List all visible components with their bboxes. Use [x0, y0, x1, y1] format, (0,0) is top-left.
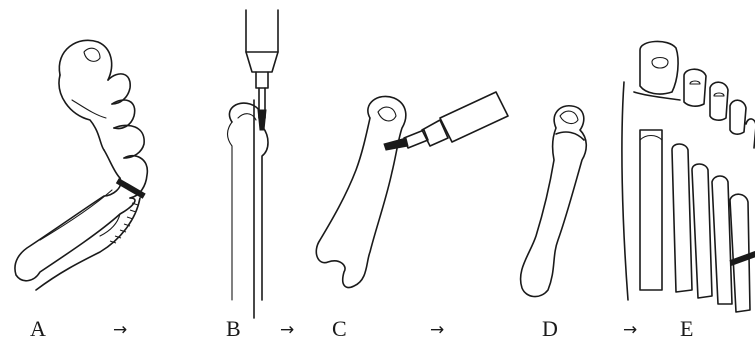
step-label-d: D — [542, 316, 558, 341]
arrow-a-to-b: → — [113, 320, 127, 340]
arrow-c-to-d: → — [430, 320, 444, 340]
step-label-c: C — [332, 316, 347, 341]
step-label-e: E — [680, 316, 693, 341]
panel-b-illustration — [228, 10, 279, 318]
panel-d-illustration — [521, 106, 587, 297]
step-label-a: A — [30, 316, 46, 341]
step-label-b: B — [226, 316, 241, 341]
osteotomy-cut-mark-a — [117, 179, 145, 198]
saw-blade-c — [384, 138, 408, 150]
panel-a-illustration — [15, 40, 147, 290]
hatching-a — [110, 203, 138, 243]
panel-e-illustration — [622, 41, 755, 312]
panel-c-illustration — [316, 92, 508, 287]
arrow-b-to-c: → — [280, 320, 294, 340]
arrow-d-to-e: → — [623, 320, 637, 340]
